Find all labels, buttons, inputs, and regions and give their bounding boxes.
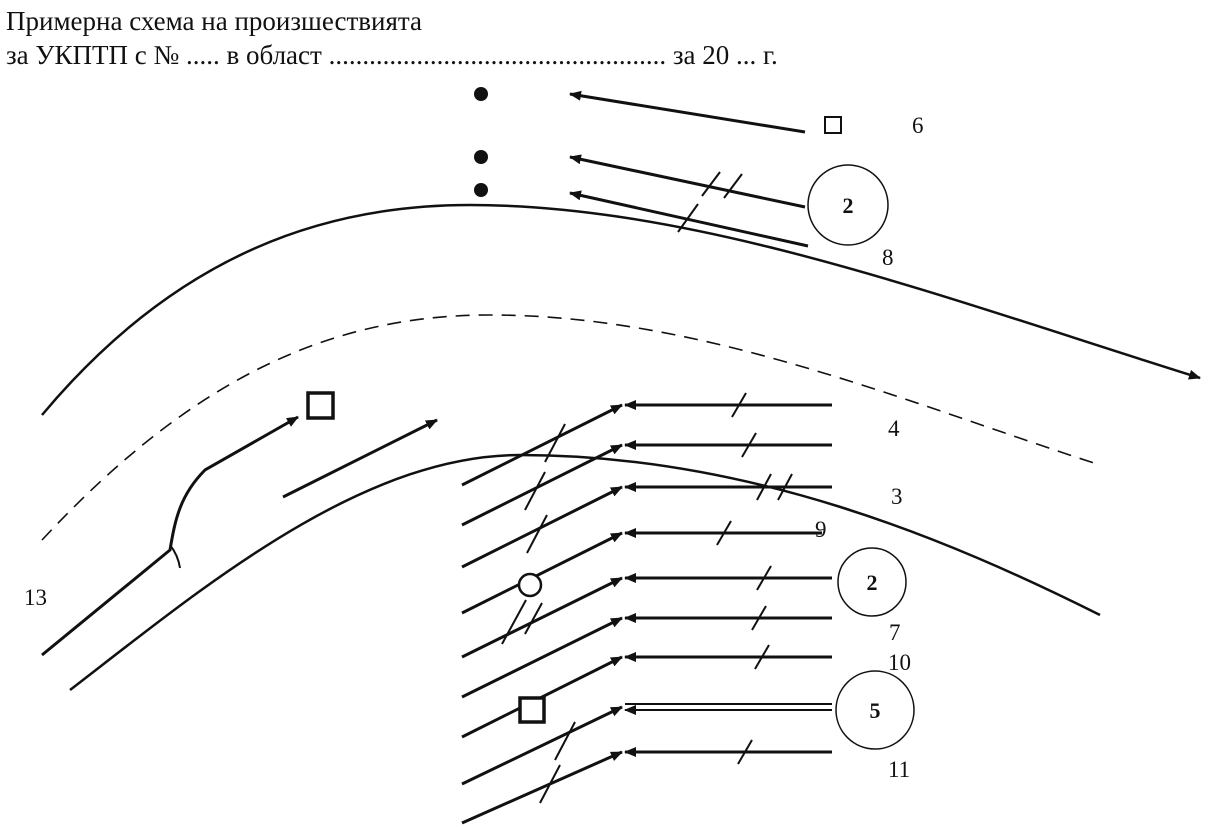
arrow-2-lower bbox=[569, 190, 809, 248]
label-10: 10 bbox=[888, 650, 911, 675]
label-13: 13 bbox=[24, 585, 47, 610]
road-upper-edge bbox=[41, 203, 1201, 416]
label-3: 3 bbox=[891, 484, 903, 509]
right-arrows bbox=[624, 400, 832, 757]
diagonal-arrow-ticks bbox=[501, 423, 576, 804]
title-line-1: Примерна схема на произшествията bbox=[6, 6, 422, 36]
arrow-straight bbox=[282, 418, 438, 499]
square-marker bbox=[824, 116, 842, 134]
scheme-title: Примерна схема на произшествията за УКПТ… bbox=[6, 4, 778, 72]
divider-tick bbox=[169, 544, 181, 569]
label-11: 11 bbox=[888, 757, 910, 782]
circle-label-bottom: 5 bbox=[870, 698, 881, 723]
road-lower-edge bbox=[69, 453, 1101, 691]
dot-marker bbox=[474, 183, 488, 197]
arrow-2-upper bbox=[569, 154, 806, 209]
small-circle-marker bbox=[517, 572, 543, 598]
circle-marker-bottom bbox=[835, 670, 915, 750]
tick-mark bbox=[677, 203, 699, 233]
left-diagonal-arrows bbox=[461, 403, 623, 825]
right-arrow-ticks bbox=[716, 392, 793, 765]
title-line-2: за УКПТП с № ..... в област ............… bbox=[6, 40, 778, 70]
road-centerline bbox=[41, 314, 1101, 541]
square-marker bbox=[518, 696, 546, 724]
tick-mark bbox=[701, 171, 721, 197]
dot-marker bbox=[474, 87, 488, 101]
circle-label-top: 2 bbox=[843, 193, 854, 218]
circle-marker-middle bbox=[837, 547, 907, 617]
label-6: 6 bbox=[912, 113, 924, 138]
arrow-6 bbox=[569, 90, 806, 134]
square-marker bbox=[306, 391, 335, 420]
label-7: 7 bbox=[889, 620, 901, 645]
label-8: 8 bbox=[882, 245, 894, 270]
vehicle-path-13 bbox=[41, 415, 299, 657]
label-4: 4 bbox=[888, 416, 900, 441]
dot-marker bbox=[474, 150, 488, 164]
tick-mark bbox=[723, 173, 743, 199]
circle-label-middle: 2 bbox=[867, 570, 878, 595]
circle-marker-top bbox=[807, 164, 889, 246]
label-9: 9 bbox=[815, 517, 827, 542]
